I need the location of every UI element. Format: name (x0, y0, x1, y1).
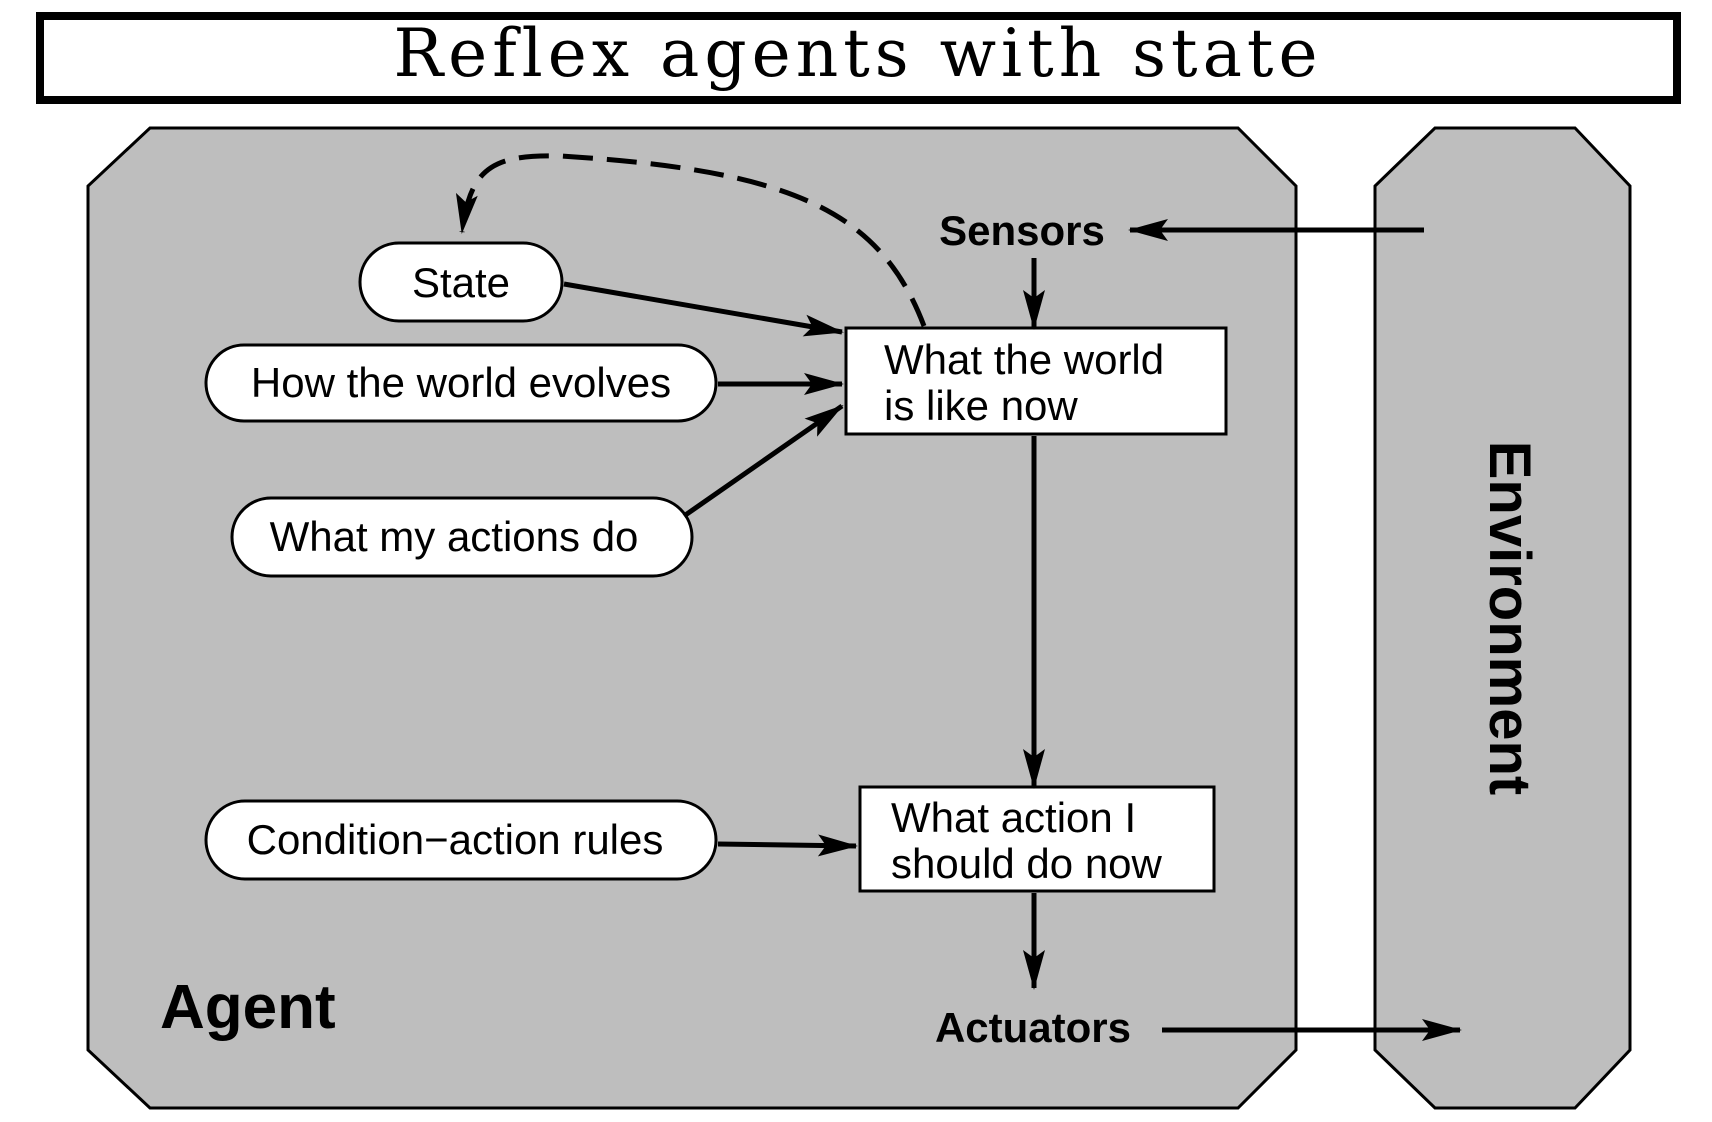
environment-label: Environment (1477, 441, 1542, 796)
world-evolves-node-label: How the world evolves (251, 359, 671, 406)
action-now-box-shape (858, 785, 1216, 893)
agent-label: Agent (160, 973, 336, 1042)
arrow-actions-do-to-world-now (682, 403, 844, 519)
environment-panel-shape (1373, 126, 1632, 1110)
action-now-line-1: What action I (891, 794, 1136, 841)
rules-node-shape (204, 799, 718, 881)
world-evolves-node-shape (204, 343, 718, 423)
world-now-box: What the world is like now (844, 326, 1228, 436)
title-frame (36, 12, 1681, 104)
arrow-state-to-world-now (563, 281, 844, 337)
agent-panel-shape (86, 126, 1298, 1110)
page-title: Reflex agents with state (393, 15, 1322, 92)
arrow-world-now-feedback-to-state (455, 153, 927, 327)
agent-panel: Agent (86, 126, 1298, 1110)
world-now-line-2: is like now (884, 382, 1078, 429)
world-now-line-1: What the world (884, 336, 1164, 383)
arrow-rules-to-action-now (717, 834, 858, 857)
action-now-line-2: should do now (891, 840, 1163, 887)
actions-do-node-label: What my actions do (270, 513, 639, 560)
actuators-label: Actuators (935, 1004, 1131, 1051)
environment-panel: Environment (1373, 126, 1632, 1110)
action-now-box: What action I should do now (858, 785, 1216, 893)
state-node-label: State (412, 259, 510, 306)
title-banner: Reflex agents with state (36, 12, 1681, 104)
rules-node-label: Condition−action rules (247, 816, 664, 863)
arrows (455, 153, 1462, 1041)
actions-do-node-shape (230, 496, 694, 578)
state-node-shape (358, 241, 564, 323)
rules-node: Condition−action rules (204, 799, 718, 881)
state-node: State (358, 241, 564, 323)
actions-do-node: What my actions do (230, 496, 694, 578)
sensors-label: Sensors (939, 207, 1105, 254)
world-evolves-node: How the world evolves (204, 343, 718, 423)
